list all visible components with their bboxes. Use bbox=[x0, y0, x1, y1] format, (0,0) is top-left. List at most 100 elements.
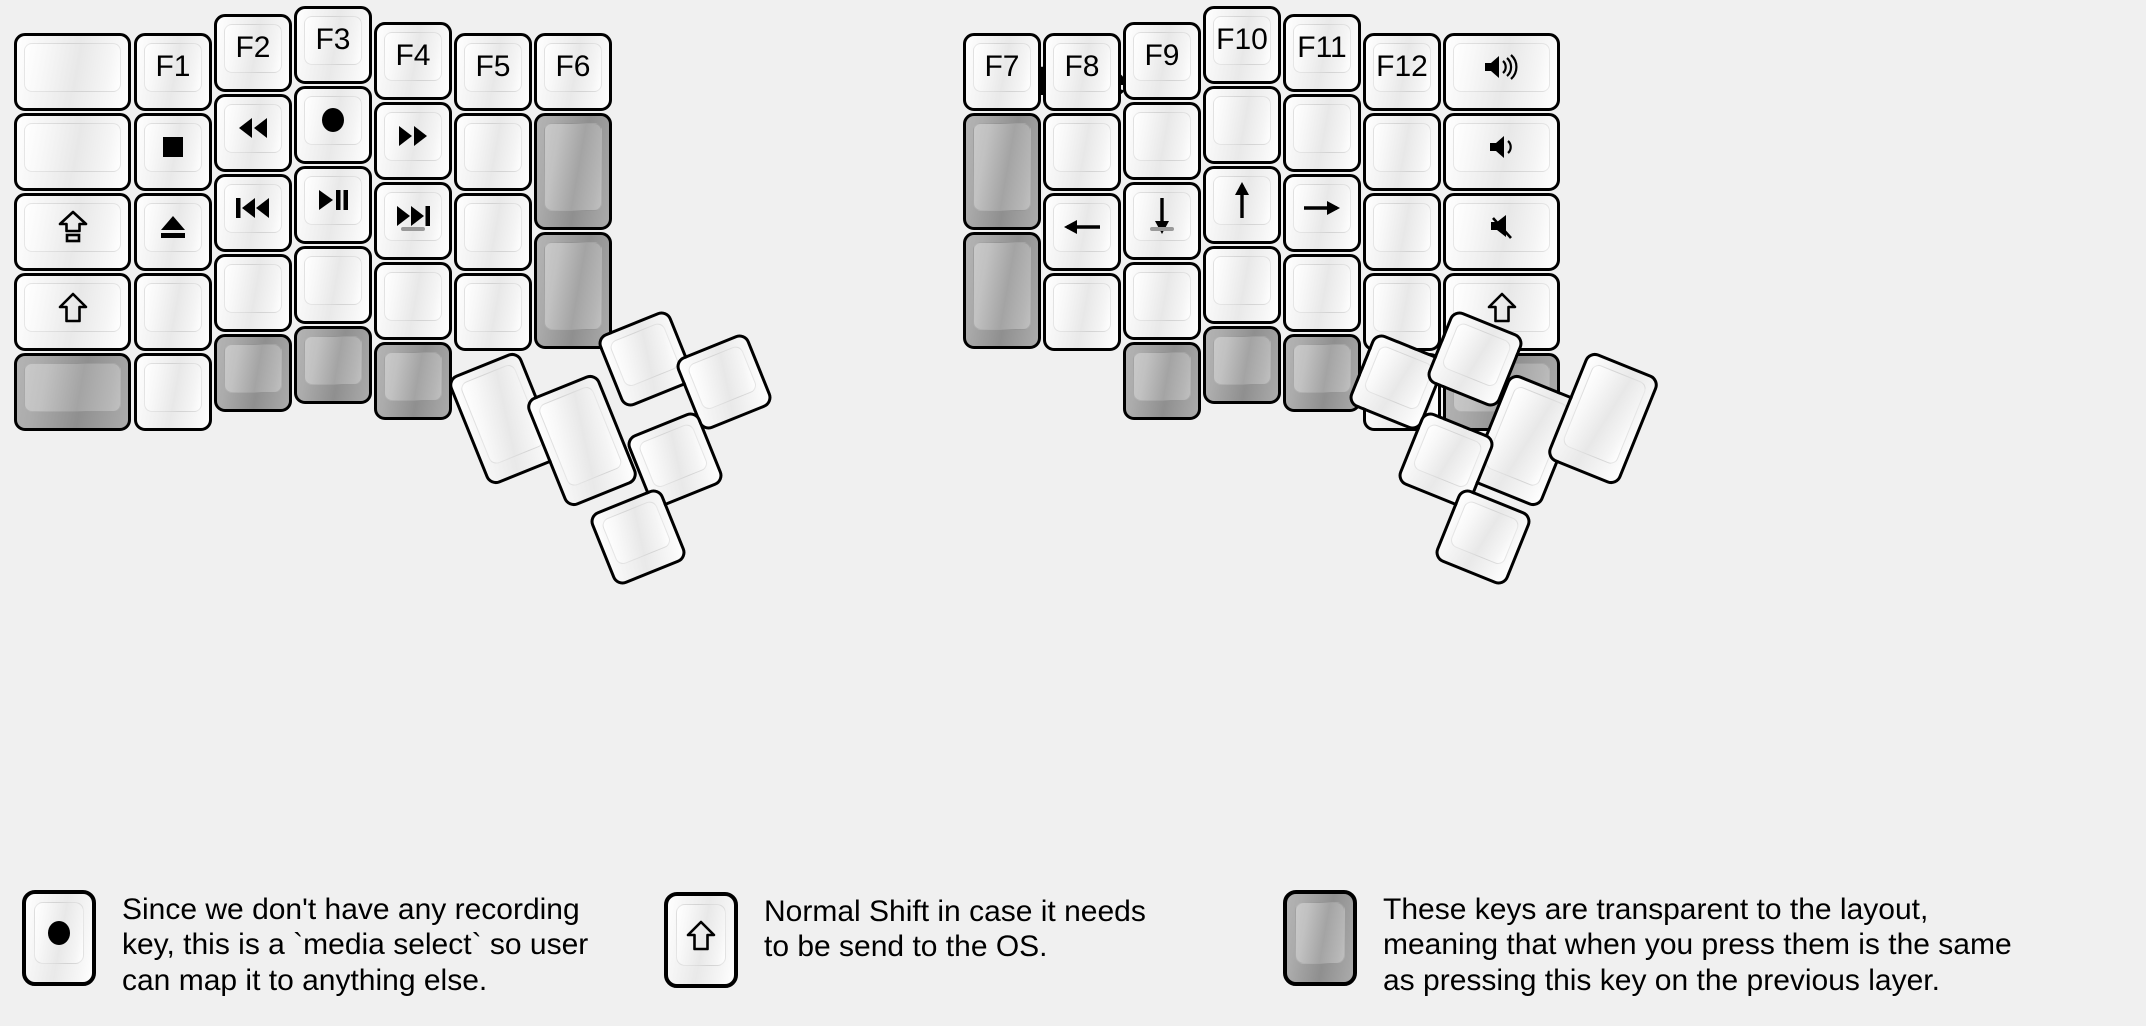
key-f4[interactable]: F4 bbox=[374, 22, 452, 100]
key-blank-l6r3[interactable] bbox=[454, 193, 532, 271]
keycap-face bbox=[608, 321, 681, 389]
key-f3[interactable]: F3 bbox=[294, 6, 372, 84]
key-capslock[interactable] bbox=[14, 193, 131, 271]
stop-icon bbox=[160, 134, 186, 160]
keycap-face bbox=[1213, 256, 1271, 305]
key-media-playpause[interactable] bbox=[294, 166, 372, 244]
key-media-next[interactable] bbox=[374, 182, 452, 260]
key-arrow-right[interactable] bbox=[1283, 174, 1361, 252]
key-transparent-l1r5[interactable] bbox=[14, 353, 131, 431]
key-f11[interactable]: F11 bbox=[1283, 14, 1361, 92]
key-transparent-r3r5[interactable] bbox=[1123, 342, 1201, 420]
key-media-rewind[interactable] bbox=[214, 94, 292, 172]
prev-icon bbox=[234, 196, 272, 220]
key-blank-r5r2[interactable] bbox=[1283, 94, 1361, 172]
key-f10[interactable]: F10 bbox=[1203, 6, 1281, 84]
key-blank-l5r4[interactable] bbox=[374, 262, 452, 340]
key-legend-text: F11 bbox=[1297, 31, 1347, 64]
key-blank-r4r4[interactable] bbox=[1203, 246, 1281, 324]
thumb-r-big-2[interactable] bbox=[1544, 349, 1662, 488]
keycap-face bbox=[24, 363, 121, 412]
homing-bump bbox=[401, 227, 425, 231]
eject-icon bbox=[158, 213, 188, 241]
key-blank-r3r4[interactable] bbox=[1123, 262, 1201, 340]
keycap-face bbox=[1373, 283, 1431, 332]
key-blank-r3r2[interactable] bbox=[1123, 102, 1201, 180]
key-blank-l2r4[interactable] bbox=[134, 273, 212, 351]
key-blank-r4r2[interactable] bbox=[1203, 86, 1281, 164]
keycap-face bbox=[1411, 422, 1484, 490]
keycap-face bbox=[973, 123, 1031, 211]
keycap-face bbox=[1213, 336, 1271, 385]
capslock-icon bbox=[58, 210, 88, 244]
keycap-face bbox=[224, 344, 282, 393]
key-arrow-up[interactable] bbox=[1203, 166, 1281, 244]
keycap-face bbox=[544, 123, 602, 211]
key-f2[interactable]: F2 bbox=[214, 14, 292, 92]
keycap-face bbox=[973, 242, 1031, 330]
key-legend-text: F3 bbox=[315, 23, 351, 56]
key-blank-r2r2[interactable] bbox=[1043, 113, 1121, 191]
key-f7[interactable]: F7 bbox=[963, 33, 1041, 111]
keycap-face bbox=[536, 384, 624, 488]
key-transparent-l3r5[interactable] bbox=[214, 334, 292, 412]
legend-item-2: Normal Shift in case it needs to be send… bbox=[664, 892, 1146, 988]
key-legend-text: F6 bbox=[555, 50, 591, 83]
key-f1[interactable]: F1 bbox=[134, 33, 212, 111]
key-f6[interactable]: F6 bbox=[534, 33, 612, 111]
key-blank-l1r1[interactable] bbox=[14, 33, 131, 111]
key-media-record[interactable] bbox=[294, 86, 372, 164]
key-transparent-r1r2[interactable] bbox=[963, 113, 1041, 230]
key-f9[interactable]: F9 bbox=[1123, 22, 1201, 100]
keycap-face bbox=[1373, 203, 1431, 252]
shift-arrow-icon bbox=[668, 896, 734, 974]
key-blank-l6r2[interactable] bbox=[454, 113, 532, 191]
keycap-face bbox=[637, 422, 710, 490]
key-shift-left[interactable] bbox=[14, 273, 131, 351]
keycap-face bbox=[384, 272, 442, 321]
keycap-face bbox=[464, 203, 522, 252]
key-transparent-l7r3[interactable] bbox=[534, 232, 612, 349]
keycap-face bbox=[464, 123, 522, 172]
keycap-face bbox=[1440, 321, 1513, 389]
key-arrow-down[interactable] bbox=[1123, 182, 1201, 260]
key-transparent-r4r5[interactable] bbox=[1203, 326, 1281, 404]
key-volume-down[interactable] bbox=[1443, 113, 1560, 191]
key-blank-l4r4[interactable] bbox=[294, 246, 372, 324]
key-volume-up[interactable] bbox=[1443, 33, 1560, 111]
legend-item-3: These keys are transparent to the layout… bbox=[1283, 890, 2012, 998]
key-blank-l1r2[interactable] bbox=[14, 113, 131, 191]
record-dot-icon bbox=[26, 894, 92, 972]
key-transparent-r1r3[interactable] bbox=[963, 232, 1041, 349]
key-f5[interactable]: F5 bbox=[454, 33, 532, 111]
key-arrow-left[interactable] bbox=[1043, 193, 1121, 271]
key-transparent-l4r5[interactable] bbox=[294, 326, 372, 404]
key-blank-r2r4[interactable] bbox=[1043, 273, 1121, 351]
key-media-ffwd[interactable] bbox=[374, 102, 452, 180]
key-f12[interactable]: F12 bbox=[1363, 33, 1441, 111]
key-volume-mute[interactable] bbox=[1443, 193, 1560, 271]
key-blank-r6r2[interactable] bbox=[1363, 113, 1441, 191]
keycap-face bbox=[1293, 104, 1351, 153]
keycap-face bbox=[1362, 344, 1435, 412]
key-transparent-l7r2[interactable] bbox=[534, 113, 612, 230]
key-legend-text: F1 bbox=[155, 50, 191, 83]
keycap-face bbox=[304, 336, 362, 385]
key-blank-l6r4[interactable] bbox=[454, 273, 532, 351]
legend-description-2: Normal Shift in case it needs to be send… bbox=[764, 895, 1146, 964]
key-blank-l3r4[interactable] bbox=[214, 254, 292, 332]
keycap-face bbox=[1213, 96, 1271, 145]
key-legend-text: F10 bbox=[1216, 23, 1268, 56]
key-blank-r5r4[interactable] bbox=[1283, 254, 1361, 332]
key-f8[interactable]: F8 bbox=[1043, 33, 1121, 111]
keycap-face bbox=[1133, 352, 1191, 401]
key-legend-text: F2 bbox=[235, 31, 271, 64]
key-media-stop[interactable] bbox=[134, 113, 212, 191]
key-media-prev[interactable] bbox=[214, 174, 292, 252]
key-media-eject[interactable] bbox=[134, 193, 212, 271]
key-blank-l2r5[interactable] bbox=[134, 353, 212, 431]
shift-icon bbox=[58, 292, 88, 323]
key-blank-r6r3[interactable] bbox=[1363, 193, 1441, 271]
key-transparent-l5r5[interactable] bbox=[374, 342, 452, 420]
